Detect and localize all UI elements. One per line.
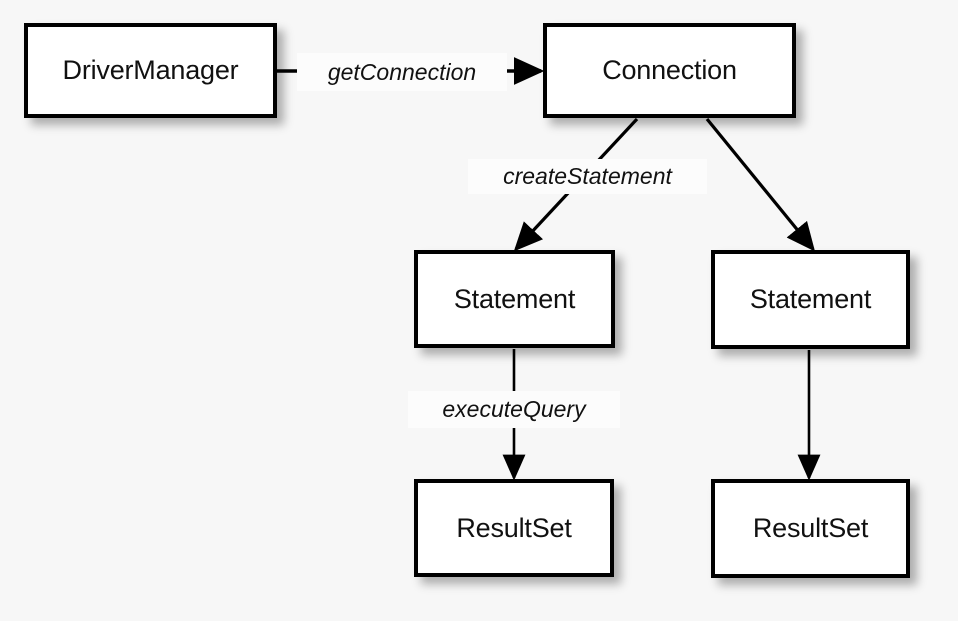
edge-connection-to-statement-right xyxy=(705,117,816,252)
edge-label-get-connection-text: getConnection xyxy=(327,58,477,85)
node-statement-right[interactable]: Statement xyxy=(711,250,910,349)
node-statement-left[interactable]: Statement xyxy=(414,250,615,348)
node-resultset-left-label: ResultSet xyxy=(456,512,572,543)
edge-label-execute-query-text: executeQuery xyxy=(442,396,586,422)
node-driver-manager[interactable]: DriverManager xyxy=(24,23,277,118)
node-resultset-right[interactable]: ResultSet xyxy=(711,479,910,578)
edge-label-get-connection: getConnection xyxy=(297,53,507,91)
node-connection-label: Connection xyxy=(602,55,737,85)
node-connection[interactable]: Connection xyxy=(543,23,796,118)
node-statement-right-label: Statement xyxy=(749,284,872,314)
edge-label-execute-query: executeQuery xyxy=(408,391,620,428)
node-resultset-right-label: ResultSet xyxy=(752,513,869,543)
node-statement-left-label: Statement xyxy=(453,283,576,314)
node-resultset-left[interactable]: ResultSet xyxy=(414,479,614,577)
edge-label-create-statement: createStatement xyxy=(468,159,707,194)
edge-label-create-statement-text: createStatement xyxy=(503,163,672,189)
node-driver-manager-label: DriverManager xyxy=(62,55,239,85)
